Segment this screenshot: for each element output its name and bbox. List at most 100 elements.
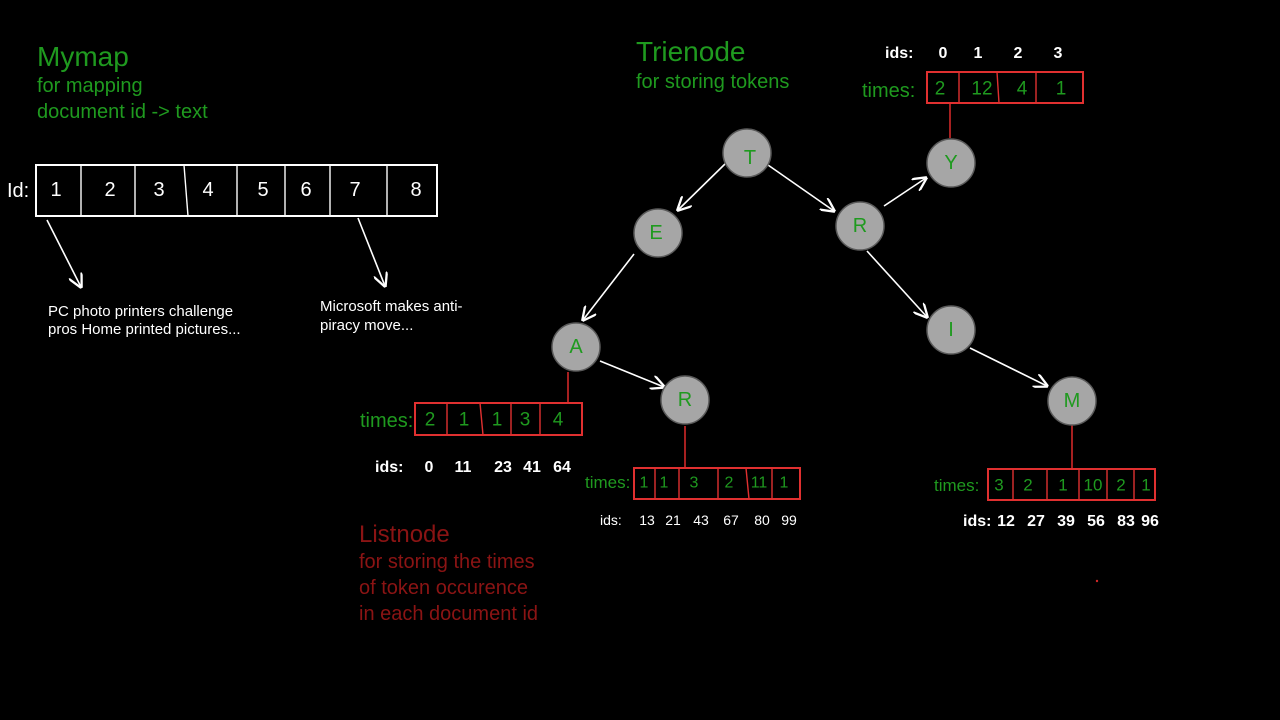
ids-label: ids: xyxy=(375,459,403,476)
mymap-subtitle-2: document id -> text xyxy=(37,101,208,123)
mymap-doc-1-text: pros Home printed pictures... xyxy=(48,321,241,338)
ids-label: ids: xyxy=(885,45,913,62)
svg-text:I: I xyxy=(948,319,954,341)
trie-node-a: A xyxy=(551,322,601,372)
ids-label: ids: xyxy=(600,512,622,528)
mymap-id-cell: 6 xyxy=(300,179,311,201)
times-value: 1 xyxy=(780,475,789,492)
trie-edge xyxy=(599,360,664,387)
times-value: 2 xyxy=(425,410,436,431)
times-value: 3 xyxy=(994,476,1003,495)
ids-value: 41 xyxy=(523,459,541,476)
times-value: 2 xyxy=(1023,476,1032,495)
svg-text:E: E xyxy=(649,222,662,244)
ids-value: 21 xyxy=(665,512,681,528)
ids-value: 12 xyxy=(997,513,1015,530)
ids-value: 0 xyxy=(939,45,948,62)
listnode-m: times: 3 2 1 10 2 1 ids: 12 27 39 56 83 … xyxy=(934,468,1159,530)
times-value: 12 xyxy=(971,79,992,100)
svg-text:A: A xyxy=(569,336,583,358)
mymap-arrow xyxy=(46,219,81,287)
trie-node-y: Y xyxy=(926,138,976,188)
ids-value: 39 xyxy=(1057,513,1075,530)
trie-edge xyxy=(866,250,927,317)
listnode-a: times: 2 1 1 3 4 ids: 0 11 23 41 64 xyxy=(360,402,583,476)
times-value: 2 xyxy=(1116,476,1125,495)
svg-text:R: R xyxy=(853,215,867,237)
ids-value: 27 xyxy=(1027,513,1045,530)
ids-value: 80 xyxy=(754,512,770,528)
mymap-id-cell: 1 xyxy=(50,179,61,201)
trie-edge xyxy=(883,178,926,207)
mymap-subtitle-1: for mapping xyxy=(37,75,143,97)
trie-node-r-child: R xyxy=(660,375,710,425)
mymap-arrow xyxy=(357,217,385,286)
times-value: 3 xyxy=(690,475,699,492)
ids-value: 0 xyxy=(425,459,434,476)
svg-text:T: T xyxy=(744,147,756,169)
trienode-title: Trienode xyxy=(636,36,745,67)
mymap-id-cell: 7 xyxy=(349,179,360,201)
times-value: 1 xyxy=(492,410,503,431)
svg-text:Y: Y xyxy=(944,152,957,174)
mymap-id-cell: 3 xyxy=(153,179,164,201)
ids-value: 23 xyxy=(494,459,512,476)
trienode-subtitle: for storing tokens xyxy=(636,71,789,93)
mymap-doc-1-text: PC photo printers challenge xyxy=(48,303,233,320)
times-label: times: xyxy=(862,80,915,102)
times-value: 1 xyxy=(459,410,470,431)
ids-value: 99 xyxy=(781,512,797,528)
ids-value: 67 xyxy=(723,512,739,528)
svg-text:M: M xyxy=(1064,390,1081,412)
mymap-title: Mymap xyxy=(37,41,129,72)
times-value: 3 xyxy=(520,410,531,431)
times-value: 4 xyxy=(553,410,564,431)
ids-value: 96 xyxy=(1141,513,1159,530)
trie-edge xyxy=(678,162,727,210)
listnode-desc-3: in each document id xyxy=(359,603,538,625)
ids-value: 13 xyxy=(639,512,655,528)
listnode-r: times: 1 1 3 2 11 1 ids: 13 21 43 67 80 … xyxy=(585,467,801,528)
times-value: 2 xyxy=(725,475,734,492)
mymap-id-cell: 2 xyxy=(104,179,115,201)
svg-text:R: R xyxy=(678,389,692,411)
times-value: 10 xyxy=(1084,476,1103,495)
mymap-doc-7-text: piracy move... xyxy=(320,317,413,334)
times-label: times: xyxy=(585,473,630,492)
mymap-id-label: Id: xyxy=(7,180,29,202)
times-label: times: xyxy=(360,410,413,432)
times-value: 1 xyxy=(1056,79,1067,100)
listnode-title: Listnode xyxy=(359,521,450,548)
mymap-id-cell: 5 xyxy=(257,179,268,201)
trie-node-i: I xyxy=(926,305,976,355)
trie-edge xyxy=(767,164,834,211)
times-value: 1 xyxy=(1058,476,1067,495)
times-value: 1 xyxy=(1141,476,1150,495)
trie-node-r: R xyxy=(835,201,885,251)
trie-node-e: E xyxy=(633,208,683,258)
listnode-y: ids: 0 1 2 3 times: 2 12 4 1 xyxy=(862,45,1084,104)
ids-label: ids: xyxy=(963,513,991,530)
ids-value: 56 xyxy=(1087,513,1105,530)
times-value: 1 xyxy=(640,475,649,492)
ids-value: 11 xyxy=(455,459,472,476)
mymap-id-cell: 4 xyxy=(202,179,213,201)
ids-value: 43 xyxy=(693,512,709,528)
ids-value: 2 xyxy=(1014,45,1023,62)
ids-value: 64 xyxy=(553,459,571,476)
listnode-desc-1: for storing the times xyxy=(359,551,535,573)
ids-value: 83 xyxy=(1117,513,1135,530)
trie-edge xyxy=(969,347,1047,386)
times-value: 4 xyxy=(1017,79,1028,100)
times-value: 2 xyxy=(935,79,946,100)
trie-node-t: T xyxy=(722,128,772,178)
ids-value: 1 xyxy=(974,45,983,62)
trie-edge xyxy=(583,253,635,320)
mymap-id-cell: 8 xyxy=(410,179,421,201)
ids-value: 3 xyxy=(1054,45,1063,62)
times-value: 11 xyxy=(751,475,768,492)
listnode-desc-2: of token occurence xyxy=(359,577,528,599)
stray-dot xyxy=(1095,579,1099,583)
times-label: times: xyxy=(934,476,979,495)
